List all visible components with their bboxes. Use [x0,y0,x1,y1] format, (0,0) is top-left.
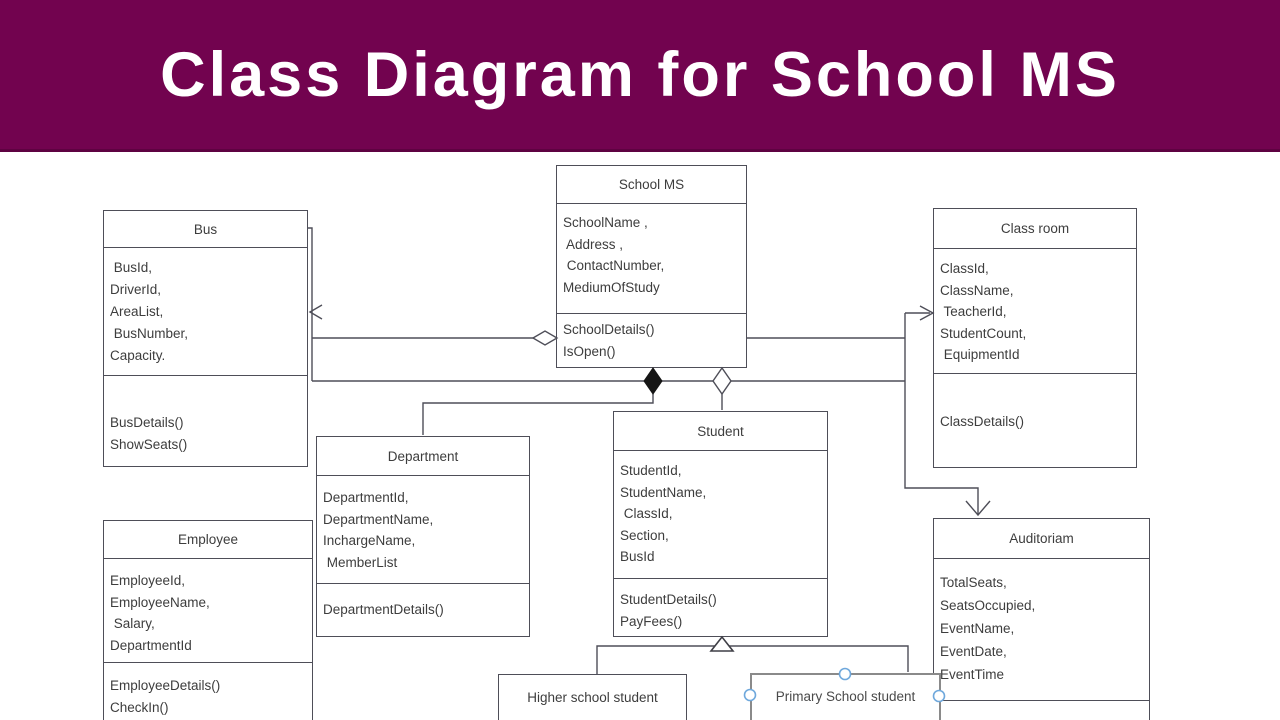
attribute: InchargeName, [323,533,416,548]
attribute: MemberList [323,554,398,570]
attribute: BusId [620,549,655,564]
attribute: DriverId, [110,282,162,297]
class-box-department[interactable]: Department DepartmentId, DepartmentName,… [316,436,530,637]
aggregation-diamond-open-icon [712,366,732,396]
attribute: DepartmentName, [323,511,434,527]
attribute: SeatsOccupied, [940,598,1036,613]
composition-diamond-icon [643,367,663,395]
method: DepartmentDetails() [323,602,444,617]
attribute: SchoolName , [563,215,648,230]
method: IsOpen() [563,343,616,359]
method: CheckIn() [110,700,169,715]
attribute: StudentId, [620,463,682,478]
attribute: ClassId, [620,506,673,521]
attribute: ClassId, [940,261,989,276]
class-box-primary-school-student[interactable]: Primary School student [750,673,941,720]
class-title: School MS [557,166,746,204]
arrowhead-into-auditoriam-icon [965,500,991,517]
generalization-triangle-icon [709,635,735,652]
class-box-higher-school-student[interactable]: Higher school student [498,674,687,720]
attribute: AreaList, [110,304,164,319]
method: BusDetails() [110,415,184,430]
attribute: EmployeeId, [110,573,186,588]
attribute: EventName, [940,621,1015,636]
class-title: Higher school student [527,689,658,705]
attribute: BusId, [110,260,153,275]
method: ClassDetails() [940,414,1025,429]
attribute: DepartmentId [110,637,192,653]
class-box-class-room[interactable]: Class room ClassId, ClassName, TeacherId… [933,208,1137,468]
class-title: Employee [104,521,312,559]
class-title: Department [317,437,529,476]
methods-section: DepartmentDetails() [317,584,529,621]
class-title: Auditoriam [934,519,1149,559]
attribute: BusNumber, [110,326,189,341]
attribute: Section, [620,527,669,543]
attribute: Salary, [110,616,155,631]
class-box-bus[interactable]: Bus BusId, DriverId, AreaList, BusNumber… [103,210,308,467]
attribute: EventDate, [940,644,1007,659]
connector-bus-vertical [308,227,313,381]
aggregation-diamond-icon [531,330,559,346]
methods-section: ClassDetails() [934,374,1136,433]
attribute: EquipmentId [940,347,1020,362]
connector-student-subclasses [596,645,909,674]
attributes-section: DepartmentId, DepartmentName, InchargeNa… [317,476,529,584]
attribute: TotalSeats, [940,575,1007,590]
attribute: ContactNumber, [563,258,665,273]
method: EmployeeDetails() [110,678,221,693]
class-box-employee[interactable]: Employee EmployeeId, EmployeeName, Salar… [103,520,313,720]
attributes-section: SchoolName , Address , ContactNumber, Me… [557,204,746,314]
attribute: Capacity. [110,348,166,363]
attributes-section: TotalSeats, SeatsOccupied, EventName, Ev… [934,559,1149,701]
attribute: Address , [563,236,624,252]
attribute: EventTime [940,667,1005,682]
arrowhead-into-bus-icon [308,304,323,320]
class-box-auditoriam[interactable]: Auditoriam TotalSeats, SeatsOccupied, Ev… [933,518,1150,720]
class-title: Primary School student [775,688,916,704]
attribute: TeacherId, [940,304,1007,319]
attribute: EmployeeName, [110,594,210,610]
attribute: MediumOfStudy [563,279,660,295]
method: SchoolDetails() [563,322,655,337]
method: StudentDetails() [620,592,717,607]
method: PayFees() [620,613,683,629]
method: ShowSeats() [110,436,188,452]
methods-section: EmployeeDetails() CheckIn() [104,663,312,719]
attributes-section: ClassId, ClassName, TeacherId, StudentCo… [934,249,1136,374]
header-banner: Class Diagram for School MS [0,0,1280,152]
attributes-section: BusId, DriverId, AreaList, BusNumber, Ca… [104,248,307,376]
class-title: Student [614,412,827,451]
methods-section: StudentDetails() PayFees() [614,579,827,632]
attribute: DepartmentId, [323,490,409,505]
attribute: StudentName, [620,484,707,500]
attributes-section: StudentId, StudentName, ClassId, Section… [614,451,827,579]
attributes-section: EmployeeId, EmployeeName, Salary, Depart… [104,559,312,663]
methods-section: SchoolDetails() IsOpen() [557,314,746,362]
attribute: StudentCount, [940,325,1027,341]
class-title: Class room [934,209,1136,249]
class-box-school-ms[interactable]: School MS SchoolName , Address , Contact… [556,165,747,368]
arrowhead-into-classroom-icon [919,305,935,321]
page-title: Class Diagram for School MS [160,39,1120,110]
methods-section: BusDetails() ShowSeats() [104,376,307,455]
class-box-student[interactable]: Student StudentId, StudentName, ClassId,… [613,411,828,637]
attribute: ClassName, [940,282,1014,298]
class-title: Bus [104,211,307,248]
